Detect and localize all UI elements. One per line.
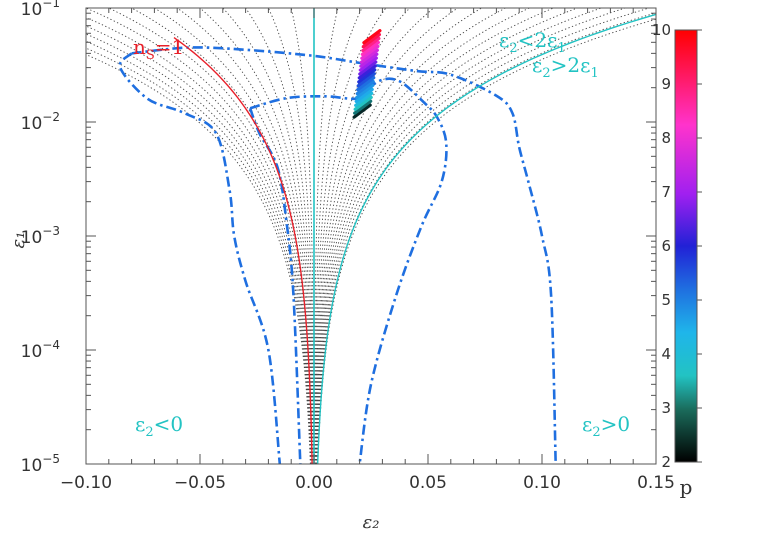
dotted-curve-left	[222, 8, 314, 464]
p-marker	[361, 32, 381, 49]
contour-outer-left	[118, 52, 282, 464]
p-marker	[356, 76, 376, 92]
y-tick-label: 10−3	[21, 224, 60, 248]
dotted-curve-right	[317, 18, 656, 464]
p-marker	[359, 52, 379, 68]
x-tick-label: −0.10	[60, 473, 112, 493]
p-marker	[355, 80, 375, 96]
p-marker	[361, 36, 381, 53]
p-marker	[357, 68, 377, 84]
dotted-curve-right	[314, 8, 363, 464]
p-marker	[358, 56, 378, 72]
colorbar-tick-label: 7	[661, 183, 671, 201]
ns-equals-1-curve	[173, 37, 313, 464]
p-marker	[359, 48, 379, 64]
colorbar-tick-label: 2	[661, 453, 671, 471]
p-marker	[362, 29, 382, 45]
x-axis-label: ε₂	[363, 512, 380, 533]
p-marker	[354, 87, 374, 104]
p-marker	[355, 83, 375, 100]
p-marker	[356, 72, 376, 88]
colorbar-tick-label: 9	[661, 75, 671, 93]
dotted-curve-right	[315, 8, 506, 464]
x-tick-label: −0.05	[174, 473, 226, 493]
p-marker	[360, 44, 380, 60]
colorbar	[674, 29, 698, 463]
dotted-curve-right	[316, 8, 626, 464]
dotted-curve-left	[86, 8, 313, 464]
contour-outer	[131, 46, 557, 464]
dotted-curve-right	[316, 8, 650, 464]
colorbar-tick-label: 8	[661, 129, 671, 147]
dotted-curve-left	[108, 8, 313, 464]
dotted-curve-right	[316, 8, 602, 464]
colorbar-tick-label: 4	[661, 345, 671, 363]
colorbar-tick-label: 5	[661, 291, 671, 309]
contour-inner-left	[248, 107, 302, 464]
dotted-curve-right	[315, 8, 554, 464]
y-tick-label: 10−1	[21, 0, 60, 20]
eps2-2eps1-curve	[316, 13, 656, 464]
dotted-curve-left	[86, 40, 312, 464]
annotation-eps2-lt-0: ε2<0	[135, 412, 183, 440]
annotation-eps2-lt-2eps1: ε2<2ε1	[499, 28, 566, 56]
dotted-curve-right	[316, 8, 578, 464]
p-marker	[353, 99, 373, 115]
x-tick-label: 0.05	[409, 473, 447, 493]
colorbar-tick-label: 6	[661, 237, 671, 255]
dotted-curve-left	[245, 8, 314, 464]
annotation-eps2-gt-2eps1: ε2>2ε1	[532, 53, 599, 81]
contour-inner	[249, 77, 448, 464]
dotted-curve-right	[313, 8, 339, 464]
p-marker	[354, 91, 374, 107]
dotted-curve-left	[86, 16, 312, 464]
p-marker	[360, 40, 380, 57]
p-marker	[352, 103, 372, 119]
dotted-curve-left	[154, 8, 313, 464]
colorbar-tick-label: 10	[652, 21, 671, 39]
p-marker	[357, 64, 377, 80]
dotted-curve-left	[199, 8, 314, 464]
y-axis-label: ε₁	[8, 232, 29, 249]
x-tick-label: 0.10	[523, 473, 561, 493]
x-tick-label: 0.15	[637, 473, 675, 493]
dotted-curve-left	[267, 8, 314, 464]
p-marker	[358, 60, 378, 76]
dotted-curve-right	[314, 8, 458, 464]
y-tick-label: 10−5	[21, 452, 60, 476]
dotted-curve-left	[176, 8, 314, 464]
colorbar-label: p	[680, 475, 693, 499]
y-tick-label: 10−4	[21, 338, 60, 362]
annotation-eps2-gt-0: ε2>0	[582, 412, 630, 440]
dotted-curve-left	[131, 8, 313, 464]
dotted-curve-left	[86, 33, 312, 464]
dotted-curve-left	[86, 25, 312, 464]
y-tick-label: 10−2	[21, 110, 60, 134]
annotation-ns-equals-1: nS=1	[133, 35, 184, 63]
dotted-curve-left	[86, 54, 311, 464]
colorbar-tick-label: 3	[661, 399, 671, 417]
x-tick-label: 0.00	[295, 473, 333, 493]
p-marker	[353, 95, 373, 111]
